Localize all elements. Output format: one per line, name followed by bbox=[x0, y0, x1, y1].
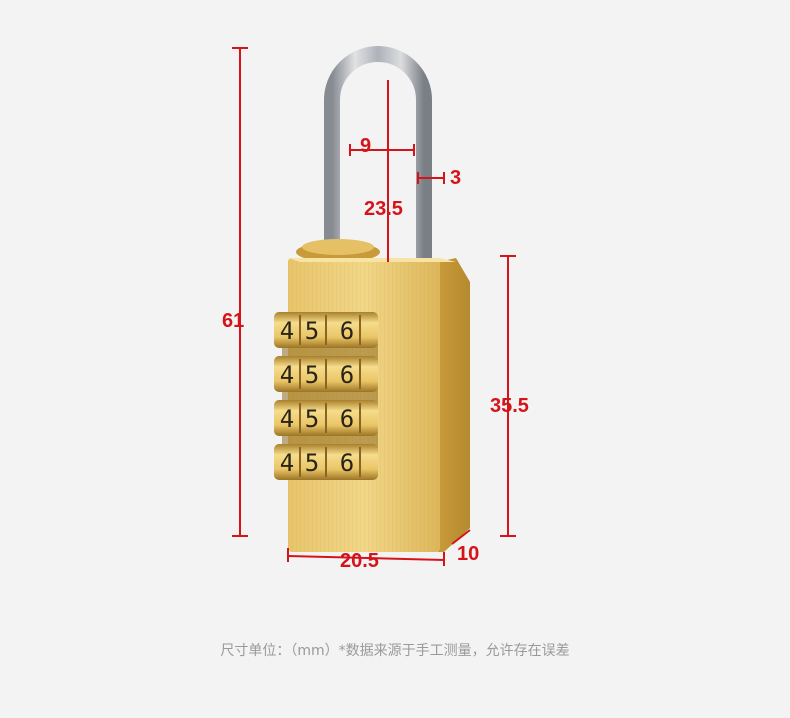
dial-slot bbox=[282, 314, 378, 478]
dial-digit: 6 bbox=[340, 449, 354, 477]
dial-digit: 6 bbox=[340, 405, 354, 433]
dim-shackle-clearance-label: 23.5 bbox=[364, 198, 403, 220]
dimension-lines bbox=[232, 47, 516, 566]
dim-body-width-label: 20.5 bbox=[340, 550, 379, 572]
dim-shackle-thickness-label: 3 bbox=[450, 167, 462, 189]
dial-digit: 4 bbox=[280, 361, 294, 389]
dial-digit: 5 bbox=[305, 449, 319, 477]
dial-digit: 5 bbox=[305, 317, 319, 345]
dial-digit: 5 bbox=[305, 405, 319, 433]
shackle bbox=[324, 46, 432, 262]
dim-body-depth-label: 10 bbox=[457, 543, 480, 565]
dim-body-height-label: 35.5 bbox=[490, 395, 529, 417]
lock-body-side bbox=[438, 258, 470, 552]
dial-digit: 4 bbox=[280, 317, 294, 345]
dial-digit: 6 bbox=[340, 317, 354, 345]
dim-total-height-label: 61 bbox=[222, 310, 245, 332]
dim-shackle-width-label: 9 bbox=[360, 135, 372, 157]
dial-digit: 5 bbox=[305, 361, 319, 389]
measurement-note: 尺寸单位：（mm）*数据来源于手工测量，允许存在误差 bbox=[220, 643, 570, 659]
dial-digit: 4 bbox=[280, 449, 294, 477]
dial-digit: 6 bbox=[340, 361, 354, 389]
dial-digit: 4 bbox=[280, 405, 294, 433]
